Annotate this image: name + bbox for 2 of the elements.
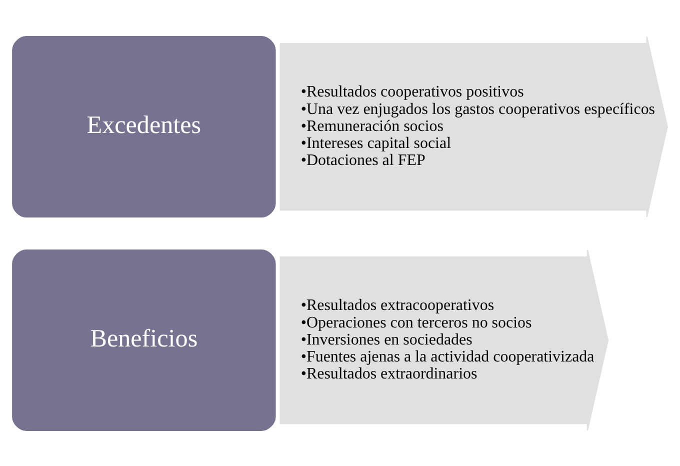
node-box: Excedentes <box>12 36 276 218</box>
node-box: Beneficios <box>12 248 276 430</box>
